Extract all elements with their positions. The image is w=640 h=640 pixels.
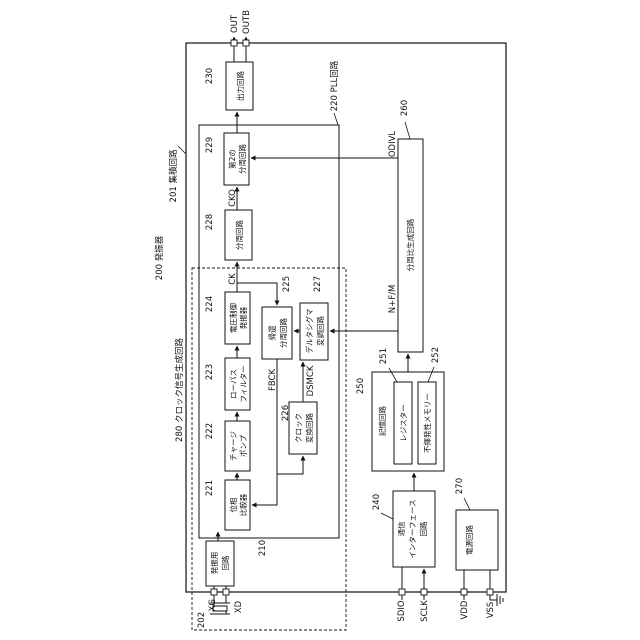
oscillator-label: 200 発振器 [154, 235, 165, 280]
memory-text: 記憶回路 [377, 406, 387, 436]
second-divider-ref: 229 [205, 137, 215, 153]
delta-sigma-text-2: 変調回路 [315, 316, 325, 346]
ic-label-leader [178, 146, 186, 154]
comm-interface-ref: 240 [372, 494, 382, 510]
signal-sdio: SDIO [397, 600, 407, 621]
crystal-ref: 202 [197, 612, 207, 628]
charge-pump-text-2: ポンプ [239, 434, 248, 457]
signal-odivl: ODIVL [388, 131, 398, 158]
comm-interface-text-1: 通信 [396, 521, 406, 536]
signal-xd: XD [234, 600, 244, 613]
pll-label-leader [334, 113, 338, 125]
comm-interface-text-2: インターフェース [408, 499, 417, 558]
signal-cko: CKO [228, 189, 238, 207]
oscillation-circuit-text-2: 回路 [220, 555, 230, 570]
oscillation-circuit-ref: 210 [258, 540, 268, 556]
division-ratio-generator-ref: 260 [400, 100, 410, 116]
divider-ref: 228 [205, 214, 215, 230]
memory-ref: 250 [356, 378, 366, 394]
oscillation-circuit-text-1: 発振用 [209, 552, 219, 575]
ic-label: 201 集積回路 [168, 149, 179, 202]
delta-sigma-text-1: デルタシグマ [304, 309, 314, 354]
signal-ck: CK [228, 273, 238, 285]
lowpass-filter-ref: 223 [205, 364, 215, 380]
power-circuit-text: 電源回路 [464, 525, 474, 555]
charge-pump-ref: 222 [205, 423, 215, 439]
signal-nfm: N+F/M [388, 285, 398, 314]
feedback-divider-ref: 225 [282, 276, 292, 292]
signal-xg: XG [208, 599, 218, 611]
feedback-divider-text-1: 帰還 [267, 325, 277, 340]
power-circuit-leader [464, 498, 470, 510]
signal-dsmck: DSMCK [306, 365, 316, 396]
delta-sigma-ref: 227 [313, 276, 323, 292]
lowpass-filter-text-1: ローパス [229, 369, 238, 399]
signal-out: OUT [230, 14, 240, 33]
comm-interface-leader [381, 513, 393, 519]
phase-comparator-ref: 221 [205, 480, 215, 496]
clock-converter-ref: 226 [281, 405, 291, 421]
signal-sclk: SCLK [420, 600, 430, 622]
phase-comparator-text-2: 比較器 [238, 493, 248, 516]
division-ratio-generator-leader [405, 122, 410, 139]
signal-vdd: VDD [460, 600, 470, 619]
clock-converter-text-1: クロック [294, 413, 303, 443]
vco-text-2: 発振器 [238, 306, 248, 329]
register-text: レジスター [399, 404, 408, 442]
signal-outb: OUTB [242, 10, 252, 34]
output-circuit-ref: 230 [205, 68, 215, 84]
phase-comparator-text-1: 位相 [228, 498, 238, 513]
lowpass-filter-text-2: フィルター [239, 365, 248, 402]
second-divider-text-1: 第2の [227, 149, 237, 169]
power-circuit-block [456, 510, 498, 570]
division-ratio-generator-text: 分周比生成回路 [405, 218, 415, 271]
signal-vss: VSS [486, 602, 496, 619]
clock-converter-text-2: 変換回路 [304, 413, 314, 443]
clockgen-label: 280 クロック信号生成回路 [174, 338, 185, 442]
charge-pump-text-1: チャージ [229, 431, 238, 461]
feedback-divider-text-2: 分周回路 [278, 318, 288, 348]
pin-markers [211, 40, 493, 595]
vco-text-1: 電圧制御 [228, 303, 238, 333]
nonvolatile-memory-ref: 252 [431, 347, 441, 363]
signal-fbck: FBCK [268, 369, 278, 392]
pll-label: 220 PLL回路 [329, 60, 340, 111]
register-ref: 251 [379, 348, 389, 364]
divider-text: 分周回路 [234, 220, 244, 250]
comm-interface-text-3: 回路 [418, 521, 428, 536]
vco-ref: 224 [205, 296, 215, 312]
second-divider-text-2: 分周回路 [237, 144, 247, 174]
output-circuit-text: 出力回路 [235, 71, 245, 101]
power-circuit-ref: 270 [455, 478, 465, 494]
nonvolatile-memory-text: 不揮発性メモリー [422, 393, 432, 453]
